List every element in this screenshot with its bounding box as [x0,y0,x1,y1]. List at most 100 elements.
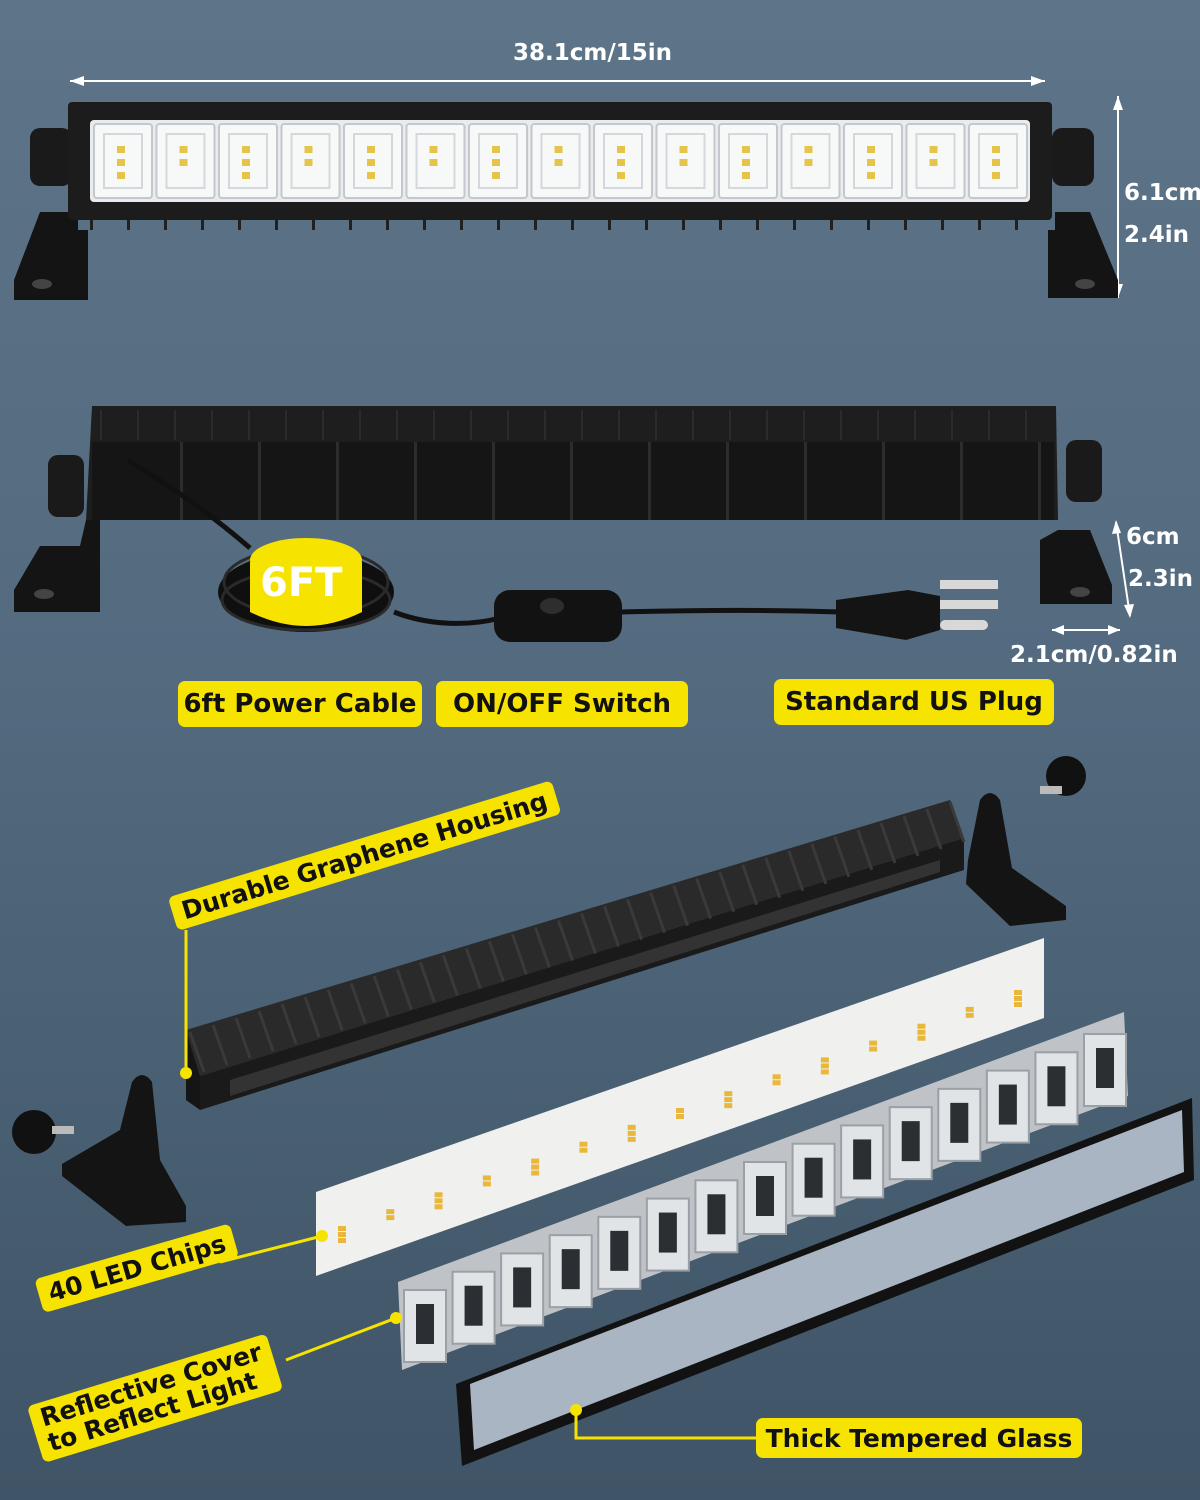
led-chip [742,159,750,166]
cover-leader-line [285,1316,397,1362]
led-cells [93,123,1028,199]
led-chip [742,172,750,179]
led-chip [992,146,1000,153]
inline-switch [494,590,622,642]
led-chip [867,159,875,166]
led-chip [627,1124,636,1130]
exploded-right-bracket [966,793,1066,926]
led-chip [492,159,500,166]
tempered-glass [470,1110,1184,1450]
right-bracket [1048,212,1118,298]
back-right-bracket [1040,530,1112,604]
led-chip [531,1170,540,1176]
led-chip [867,172,875,179]
led-chip [117,172,125,179]
led-chip [1014,990,1022,995]
led-chip [304,146,313,153]
led-chip [724,1091,733,1097]
led-chip [772,1074,781,1080]
depth-dimension-in: 2.3in [1128,566,1194,592]
led-chip [724,1103,733,1109]
led-chip [965,1006,974,1012]
led-chip [679,159,688,166]
glass-leader-line [574,1410,756,1440]
led-chip [724,1097,733,1103]
led-chip [179,146,188,153]
led-chip [338,1226,346,1231]
cable-length-badge: 6FT [260,560,343,606]
led-chip [242,159,250,166]
led-chip [434,1204,443,1210]
chips-leader-line [219,1234,323,1264]
led-chip [820,1057,829,1063]
switch-tag: ON/OFF Switch [436,681,688,727]
led-chip [869,1040,878,1046]
led-chip [1014,1002,1022,1007]
led-chip [492,172,500,179]
led-chip [579,1147,588,1153]
led-chip [617,146,625,153]
exploded-left-bracket [62,1075,186,1226]
led-chip [179,159,188,166]
led-chip [992,172,1000,179]
led-chip [482,1181,491,1187]
led-chip [482,1175,491,1181]
exploded-knob-left [12,1110,56,1154]
back-ribs [100,410,1041,520]
height-dimension-cm: 6.1cm [1124,180,1200,206]
plug-tag: Standard US Plug [774,679,1054,725]
led-chip [304,159,313,166]
led-chip [531,1158,540,1164]
led-chip [434,1192,443,1198]
length-dimension: 38.1cm/15in [513,40,673,66]
led-chip [386,1215,395,1221]
led-chip [965,1012,974,1018]
led-chip [820,1063,829,1069]
led-chip [929,159,938,166]
depth-dimension-cm: 6cm [1126,524,1180,550]
led-chip [676,1108,684,1113]
led-chip [434,1198,443,1204]
led-chip [338,1232,346,1237]
led-chip [772,1080,781,1086]
led-chip [804,159,813,166]
led-chip [492,146,500,153]
led-chip [867,146,875,153]
front-view-light-bar [14,76,1123,300]
led-chip [917,1029,926,1035]
led-chip [531,1164,540,1170]
led-chip [617,159,625,166]
arrow-head-left-icon [70,76,84,86]
led-chip-board [316,938,1044,1276]
led-chip [554,146,563,153]
led-chip [429,159,438,166]
led-chip [617,172,625,179]
power-cable-tag: 6ft Power Cable [178,681,422,727]
led-chip [742,146,750,153]
left-bracket [14,212,88,300]
led-chip [367,146,375,153]
led-chip [386,1209,395,1215]
led-chips [338,990,1022,1243]
us-plug [836,590,940,640]
led-chip [579,1141,588,1147]
led-chip [929,146,938,153]
height-dimension-in: 2.4in [1124,222,1190,248]
led-chip [554,159,563,166]
led-chip [627,1130,636,1136]
led-chip [676,1114,684,1119]
led-chip [1014,996,1022,1001]
led-chip [338,1238,346,1243]
led-chip [869,1046,878,1052]
reflector-cell [985,1069,1030,1144]
led-chip [627,1136,636,1142]
heat-fins [90,220,1018,230]
led-chip [679,146,688,153]
led-chip [917,1035,926,1041]
left-knob [30,128,72,186]
led-chip [820,1069,829,1075]
right-knob [1052,128,1094,186]
led-chip [367,172,375,179]
